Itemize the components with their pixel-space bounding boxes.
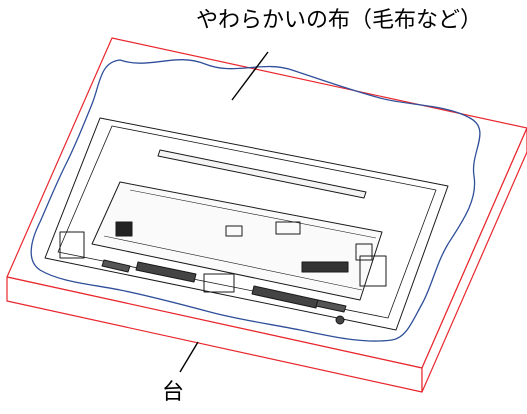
tv-side-bracket [359,255,387,287]
tv-top-slot [157,149,367,199]
tv-terminal-line [129,189,377,239]
tv-port [115,221,133,237]
stand-label: 台 [162,380,185,405]
tv-speaker-left [101,259,131,273]
tv-foot [335,315,345,325]
tv-port [275,221,301,235]
leader-line-stand [179,341,199,373]
tv-bottom-grille [135,261,197,283]
tv-bottom-grille [251,285,319,309]
tv-port [301,261,349,273]
table-right-edge [421,127,527,393]
tv-side-bracket [59,231,85,259]
tv-speaker-right [315,299,347,313]
tv-back [44,117,449,331]
tv-inner-panel [57,125,437,319]
tv-port [225,225,243,237]
cloth-outline [30,59,481,342]
tv-stand-bracket [203,273,235,293]
tv-port [355,243,373,261]
soft-cloth-label: やわらかいの布（毛布など） [196,8,483,33]
tv-terminal-line [103,235,363,291]
leader-line-cloth [231,51,269,101]
